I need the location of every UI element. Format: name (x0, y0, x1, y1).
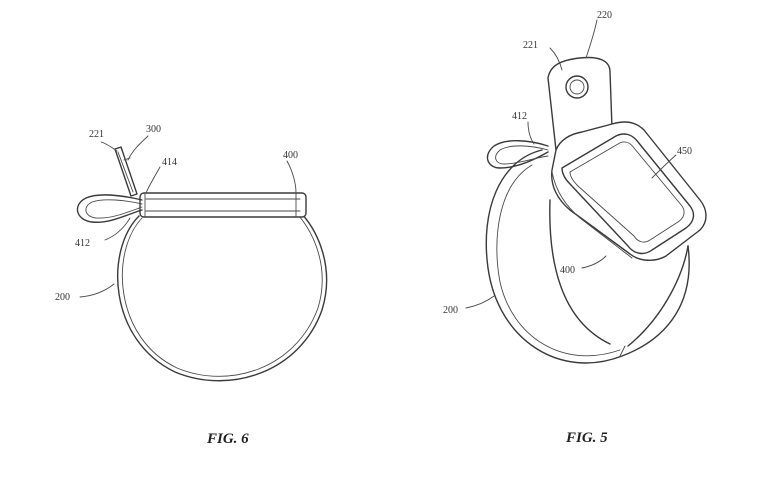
figure-6: 221 300 414 400 412 200 FIG. 6 (55, 124, 327, 447)
tether-loop (487, 141, 548, 168)
tab-pin (115, 147, 137, 196)
ref-label-221: 221 (523, 40, 538, 51)
ref-label-400: 400 (283, 150, 298, 161)
ref-label-450: 450 (677, 146, 692, 157)
ref-label-300: 300 (146, 124, 161, 135)
ref-label-412: 412 (75, 238, 90, 249)
ref-label-200: 200 (443, 305, 458, 316)
figure-5: 220 221 412 450 400 200 FIG. 5 (443, 10, 706, 446)
figure-caption: FIG. 5 (565, 430, 608, 446)
ref-label-221: 221 (89, 129, 104, 140)
ref-label-400: 400 (560, 265, 575, 276)
ref-label-414: 414 (162, 157, 177, 168)
ref-label-200: 200 (55, 292, 70, 303)
band-loop (118, 214, 327, 381)
ref-label-412: 412 (512, 111, 527, 122)
ref-label-220: 220 (597, 10, 612, 21)
watch-body-side (140, 193, 306, 217)
figure-caption: FIG. 6 (206, 431, 249, 447)
tether-loop (77, 195, 142, 222)
